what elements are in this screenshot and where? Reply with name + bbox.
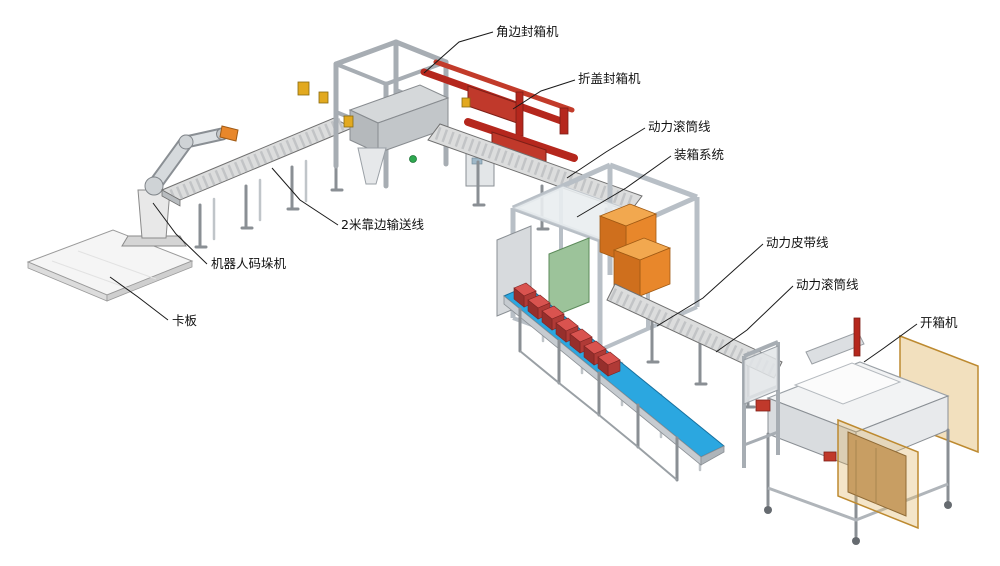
belt-conveyor-legs — [518, 307, 679, 482]
infeed-conveyor-endplate — [161, 189, 181, 207]
corner-sealer-post — [559, 107, 569, 135]
labels: 角边封箱机 折盖封箱机 动力滚筒线 装箱系统 动力皮带线 动力滚筒线 开箱机 2… — [172, 24, 958, 330]
leader-conveyor-2m — [271, 167, 339, 226]
leader-roller-1 — [566, 127, 646, 179]
label-flap-sealer: 折盖封箱机 — [578, 71, 641, 86]
label-power-belt: 动力皮带线 — [766, 235, 829, 250]
erector-arm — [805, 331, 865, 365]
sealer-hopper — [357, 147, 387, 185]
motor-yellow-4 — [461, 97, 471, 108]
carton-queue — [513, 282, 621, 377]
erector-cardboard-stack — [847, 431, 907, 517]
label-case-erector: 开箱机 — [920, 315, 958, 330]
robot-elbow-joint — [178, 134, 194, 150]
motor-yellow-3 — [343, 115, 354, 128]
leader-flap-sealer — [512, 79, 576, 110]
leader-corner-sealer — [423, 31, 494, 74]
leader-roller-2 — [715, 285, 794, 353]
indicator-green-light — [409, 155, 417, 163]
corner-sealer — [420, 59, 575, 135]
leader-robot — [152, 202, 208, 265]
pallet — [26, 229, 194, 302]
leader-packing — [576, 155, 672, 218]
infeed-conveyor-legs — [194, 146, 344, 249]
infeed-conveyor-rollers — [169, 118, 345, 202]
label-power-roller-1: 动力滚筒线 — [648, 119, 711, 134]
label-corner-sealer: 角边封箱机 — [496, 24, 559, 39]
robot-palletizer — [121, 125, 239, 247]
motor-yellow-1 — [297, 81, 310, 96]
motor-yellow-2 — [318, 91, 329, 104]
label-conveyor-2m: 2米靠边输送线 — [341, 217, 424, 232]
sealer-gantry — [297, 39, 495, 189]
label-power-roller-2: 动力滚筒线 — [796, 277, 859, 292]
label-robot-palletizer: 机器人码垛机 — [211, 256, 287, 271]
erector-red-box-2 — [823, 451, 837, 462]
packing-cell-green-panel — [548, 237, 590, 319]
infeed-conveyor-2m — [160, 117, 354, 249]
erector-red-box-1 — [755, 399, 771, 412]
label-pallet: 卡板 — [172, 313, 198, 328]
corner-sealer-body — [467, 85, 521, 125]
leader-erector — [863, 323, 918, 363]
flap-sealer-post — [515, 91, 524, 137]
case-erector — [742, 317, 979, 545]
leader-pallet — [109, 276, 169, 321]
erector-red-post — [853, 317, 861, 357]
robot-shoulder-joint — [144, 176, 164, 196]
power-roller-line-2-rollers — [609, 288, 780, 378]
belt-frame-end — [700, 445, 725, 466]
erector-deck-sheet — [793, 362, 902, 405]
erector-hoist-panel — [743, 345, 779, 405]
leader-lines — [109, 31, 918, 363]
carton-stack — [598, 203, 672, 297]
robot-gripper — [219, 125, 239, 142]
leader-belt — [656, 243, 764, 327]
belt-conveyor — [503, 282, 725, 482]
label-packing-system: 装箱系统 — [674, 147, 724, 162]
